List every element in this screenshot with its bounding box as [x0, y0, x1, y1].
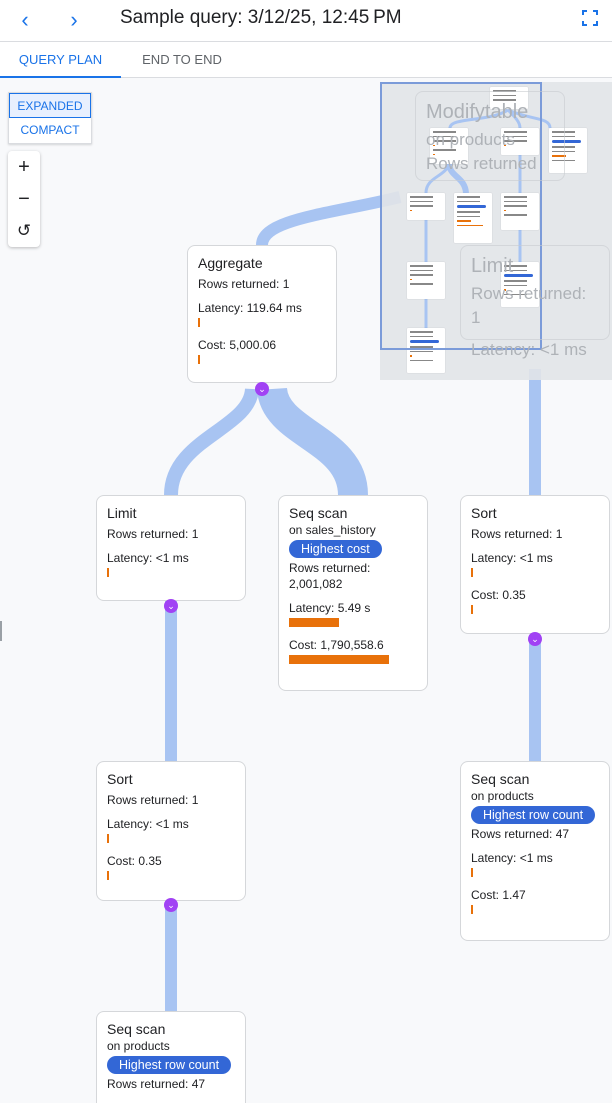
latency-bar: [471, 868, 473, 877]
plan-edges: [164, 191, 541, 1011]
latency-bar: [471, 568, 473, 577]
edge-aggregate-seqscan: [257, 386, 368, 497]
highest-row-count-badge: Highest row count: [471, 806, 596, 824]
node-table: on sales_history: [289, 523, 376, 537]
minimap-edges: [424, 108, 552, 328]
node-title: Sort: [107, 771, 133, 787]
node-latency: Latency: 5.49 s: [289, 601, 371, 615]
node-limit[interactable]: Limit Rows returned: 1 Latency: <1 ms: [96, 495, 246, 601]
chevron-left-icon[interactable]: ‹: [21, 7, 29, 32]
node-title: Seq scan: [107, 1021, 166, 1037]
node-latency: Latency: <1 ms: [471, 851, 553, 865]
node-cost: Cost: 1.47: [471, 888, 526, 902]
cost-bar: [289, 655, 389, 664]
minimap-node: [490, 87, 528, 109]
cost-bar: [471, 905, 473, 914]
node-table: on products: [107, 1039, 170, 1053]
minimap-node: [501, 193, 539, 230]
node-rows: Rows returned: 2,001,082: [289, 561, 371, 591]
minimap-node: [407, 262, 445, 299]
node-title: Seq scan: [471, 771, 530, 787]
cost-bar: [471, 605, 473, 614]
expanded-option[interactable]: EXPANDED: [9, 93, 91, 118]
node-title: Aggregate: [198, 255, 263, 271]
zoom-in-icon[interactable]: +: [18, 155, 30, 178]
node-cost: Cost: 0.35: [471, 588, 526, 602]
tab-end-to-end[interactable]: END TO END: [142, 52, 222, 67]
zoom-out-icon[interactable]: −: [18, 187, 30, 210]
minimap-node: [549, 128, 587, 173]
plan-canvas[interactable]: Aggregate Rows returned: 1 Latency: 119.…: [0, 79, 612, 1103]
page-title: Sample query: 3/12/25, 12:45 PM: [120, 7, 402, 28]
view-toggle: EXPANDED COMPACT: [8, 92, 92, 144]
node-rows: Rows returned: 1: [198, 277, 290, 291]
node-latency: Latency: <1 ms: [107, 817, 189, 831]
node-title: Seq scan: [289, 505, 348, 521]
expand-chevron-icon[interactable]: ⌄: [164, 599, 178, 613]
expand-chevron-icon[interactable]: ⌄: [164, 898, 178, 912]
node-cost: Cost: 1,790,558.6: [289, 638, 384, 652]
node-latency: Latency: 119.64 ms: [198, 301, 302, 315]
node-sort-left[interactable]: Sort Rows returned: 1 Latency: <1 ms Cos…: [96, 761, 246, 901]
resize-handle[interactable]: [0, 621, 2, 641]
node-latency: Latency: <1 ms: [471, 551, 553, 565]
node-rows: Rows returned: 47: [107, 1077, 206, 1091]
highest-cost-badge: Highest cost: [289, 540, 382, 558]
node-seq-scan-products-right[interactable]: Seq scan on products Highest row count R…: [460, 761, 610, 941]
reset-zoom-icon[interactable]: ↺: [16, 221, 32, 240]
tab-query-plan[interactable]: QUERY PLAN: [0, 42, 121, 78]
node-sort-right[interactable]: Sort Rows returned: 1 Latency: <1 ms Cos…: [460, 495, 610, 634]
latency-bar: [107, 568, 109, 577]
compact-option[interactable]: COMPACT: [20, 123, 80, 137]
cost-bar: [107, 871, 109, 880]
node-cost: Cost: 5,000.06: [198, 338, 277, 352]
edge-aggregate-limit: [164, 387, 259, 496]
edge-modify-aggregate: [256, 191, 402, 247]
latency-bar: [107, 834, 109, 843]
minimap[interactable]: [380, 82, 612, 380]
cost-bar: [198, 355, 200, 364]
fullscreen-icon[interactable]: [582, 10, 598, 26]
node-title: Sort: [471, 505, 497, 521]
node-aggregate[interactable]: Aggregate Rows returned: 1 Latency: 119.…: [187, 245, 337, 383]
header: ‹ › Sample query: 3/12/25, 12:45 PM: [0, 0, 612, 42]
minimap-node: [407, 193, 445, 220]
node-title: Limit: [107, 505, 137, 521]
node-seq-scan-sales-history[interactable]: Seq scan on sales_history Highest cost R…: [278, 495, 428, 691]
highest-row-count-badge: Highest row count: [107, 1056, 232, 1074]
latency-bar: [289, 618, 339, 627]
minimap-node: [430, 128, 468, 164]
node-rows: Rows returned: 1: [107, 793, 199, 807]
node-seq-scan-products-left[interactable]: Seq scan on products Highest row count R…: [96, 1011, 246, 1103]
minimap-node: [501, 262, 539, 307]
node-cost: Cost: 0.35: [107, 854, 162, 868]
zoom-controls: + − ↺: [8, 151, 40, 247]
minimap-node: [454, 193, 492, 243]
node-rows: Rows returned: 47: [471, 827, 570, 841]
node-rows: Rows returned: 1: [471, 527, 563, 541]
expand-chevron-icon[interactable]: ⌄: [528, 632, 542, 646]
node-latency: Latency: <1 ms: [107, 551, 189, 565]
node-rows: Rows returned: 1: [107, 527, 199, 541]
chevron-right-icon[interactable]: ›: [70, 7, 78, 32]
minimap-node: [501, 128, 539, 155]
expand-chevron-icon[interactable]: ⌄: [255, 382, 269, 396]
node-table: on products: [471, 789, 534, 803]
minimap-node: [407, 328, 445, 373]
latency-bar: [198, 318, 200, 327]
tab-bar: QUERY PLAN END TO END: [0, 42, 612, 78]
